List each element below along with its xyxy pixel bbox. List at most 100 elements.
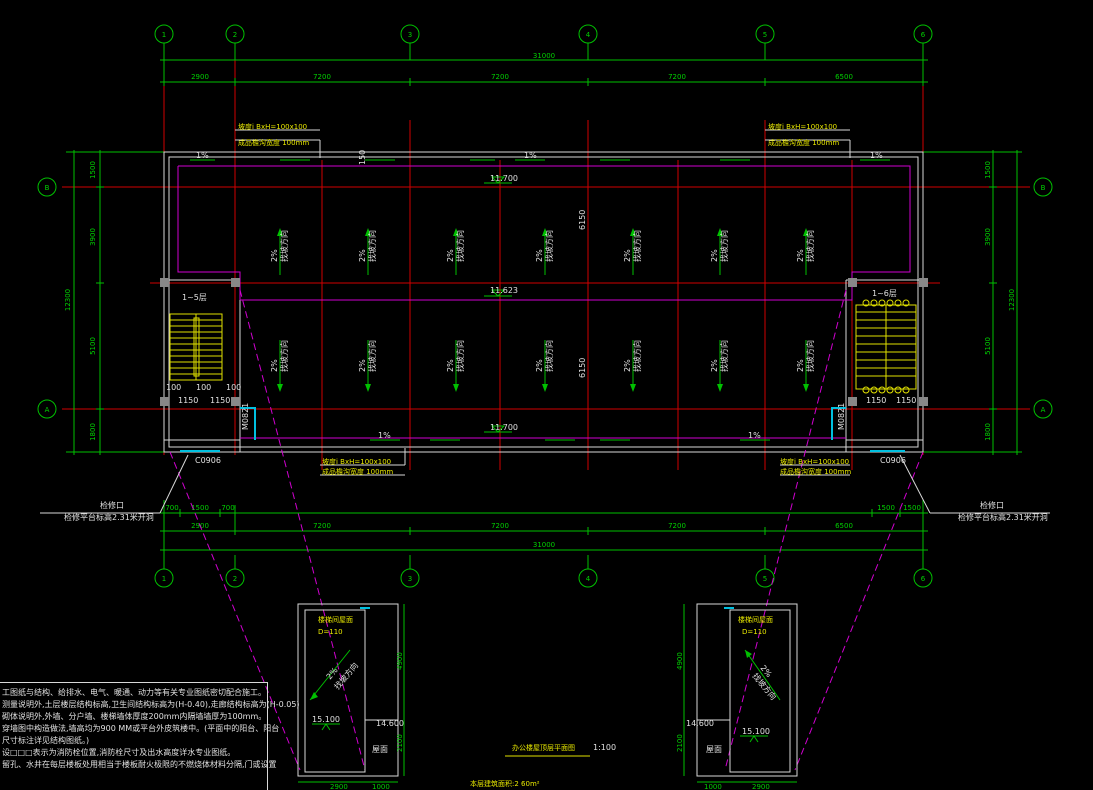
grid-label-top-4: 4 (586, 31, 591, 39)
note-line-3: 砌体说明外,外墙、分户墙、楼梯墙体厚度200mm内隔墙墙厚为100mm。 (2, 712, 267, 721)
note-line-4: 穿墙图中构造做法,墙高均为900 MM或平台外皮筑楼中。(平面中的阳台、阳台 (2, 724, 280, 733)
slope-pct-1: 2% (270, 249, 279, 262)
slope-pct-2: 2% (358, 249, 367, 262)
dim-bay-top-4: 7200 (668, 73, 686, 81)
callouts: 检修口 检修平台标高2.31米开洞 检修口 检修平台标高2.31米开洞 (40, 454, 1050, 522)
stair-right-dim-1: 1150 (866, 396, 886, 405)
columns (160, 278, 928, 406)
grid-label-bottom-4: 4 (586, 575, 591, 583)
slope-pct-10: 2% (446, 359, 455, 372)
grid-label-top-6: 6 (921, 31, 926, 39)
note-line-1: 工图纸与结构、给排水、电气、暖通、动力等有关专业图纸密切配合施工。 (2, 688, 266, 697)
slope-label-10: 找坡方向 (455, 340, 465, 372)
dim-right-1: 1500 (984, 161, 992, 179)
slope-pct-7: 2% (796, 249, 805, 262)
callout-right-title: 检修口 (980, 500, 1004, 510)
dim-bay-top-1: 2900 (191, 73, 209, 81)
openings: C0906 C0906 M0821 M0821 (180, 403, 906, 465)
grid-label-bottom-1: 1 (162, 575, 166, 583)
elev-bottom: 11.700 (490, 423, 518, 432)
dim-left-3: 5100 (89, 337, 97, 355)
slope-label-14: 找坡方向 (805, 340, 815, 372)
dim-right-3: 5100 (984, 337, 992, 355)
detail-right: 楼梯间屋面 D=110 2% 找坡方向 15.100 14.600 屋面 100… (676, 603, 798, 790)
detail-right-title: 楼梯间屋面 (738, 615, 773, 624)
dim-sub-3: 700 (221, 504, 234, 512)
gutter-br-1: 坡度i BxH=100x100 (780, 457, 849, 466)
slope-label-12: 找坡方向 (632, 340, 642, 372)
elev-top: 11.700 (490, 174, 518, 183)
detail-left-title: 楼梯间屋面 (318, 615, 353, 624)
gutter-tl-2: 成品檐沟宽度 100mm (238, 138, 309, 147)
grid-label-bottom-3: 3 (408, 575, 412, 583)
callout-right-note: 检修平台标高2.31米开洞 (958, 512, 1048, 522)
grid-label-top-3: 3 (408, 31, 412, 39)
dim-sub-1: 700 (165, 504, 178, 512)
elev-middle: 11.623 (490, 286, 518, 295)
elevation-markers: 11.700 11.623 11.700 (484, 174, 518, 433)
slope-label-2: 找坡方向 (367, 230, 377, 262)
slope-label-3: 找坡方向 (455, 230, 465, 262)
detail-left: 楼梯间屋面 D=110 2% 找坡方向 15.100 14.600 屋面 290… (297, 603, 405, 790)
slope-pct-8: 2% (270, 359, 279, 372)
detail-right-h1: 4900 (676, 652, 684, 670)
callout-left-title: 检修口 (100, 500, 124, 510)
detail-right-elev-high: 15.100 (742, 727, 770, 736)
drawing-area: 本层建筑面积:2 60m² (470, 779, 540, 788)
gutter-pct-3: 1% (870, 151, 883, 160)
stair-left-title: 1~5层 (182, 293, 207, 302)
gutter-pct-1: 1% (196, 151, 209, 160)
building-walls (163, 151, 924, 453)
gutter-bl-2: 成品檐沟宽度 100mm (322, 467, 393, 476)
stair-right-title: 1~6层 (872, 289, 897, 298)
slope-label-6: 找坡方向 (719, 230, 729, 262)
detail-left-h1: 4900 (396, 652, 404, 670)
callout-left-note: 检修平台标高2.31米开洞 (64, 512, 154, 522)
dim-bay-top-5: 6500 (835, 73, 853, 81)
grid-label-top-1: 1 (162, 31, 166, 39)
detail-left-elev-high: 15.100 (312, 715, 340, 724)
left-dimensions: 1500 3900 5100 1800 12300 (64, 150, 164, 455)
slope-pct-11: 2% (535, 359, 544, 372)
grid-label-top-5: 5 (763, 31, 767, 39)
stair-left-dim-1: 100 (166, 383, 181, 392)
door-side-right: M0821 (837, 403, 846, 430)
dim-total-bottom: 31000 (533, 541, 555, 549)
slope-pct-6: 2% (710, 249, 719, 262)
gutter-tl-1: 坡度i BxH=100x100 (238, 122, 307, 131)
slope-pct-14: 2% (796, 359, 805, 372)
slope-label-7: 找坡方向 (805, 230, 815, 262)
center-dim-upper: 6150 (578, 210, 587, 230)
detail-right-roof-label: 屋面 (706, 745, 722, 754)
door-label-right: C0906 (880, 456, 906, 465)
dim-bay-bottom-4: 7200 (668, 522, 686, 530)
top-dimensions: 31000 2900 7200 7200 7200 6500 (160, 52, 928, 86)
grid-bubbles-top: 1 2 3 4 5 6 (154, 24, 933, 60)
grid-label-bottom-6: 6 (921, 575, 926, 583)
grid-label-right-a: A (1041, 406, 1046, 414)
dim-bay-bottom-3: 7200 (491, 522, 509, 530)
drawing-title-scale: 1:100 (593, 743, 616, 752)
slope-pct-5: 2% (623, 249, 632, 262)
center-dimensions: 6150 6150 (578, 210, 587, 378)
stair-right: 1~6层 1150 1150 (855, 289, 917, 405)
gutter-arrows: 1% 1% 1% 1% 1% 150 (190, 150, 890, 441)
center-dim-lower: 6150 (578, 358, 587, 378)
dim-bay-bottom-2: 7200 (313, 522, 331, 530)
grid-label-top-2: 2 (233, 31, 237, 39)
stair-left-dim-5: 1150 (210, 396, 230, 405)
stair-left-dim-4: 1150 (178, 396, 198, 405)
dim-right-total: 12300 (1008, 289, 1016, 311)
gutter-notes: 坡度i BxH=100x100 成品檐沟宽度 100mm 坡度i BxH=100… (235, 122, 851, 476)
detail-right-w1: 1000 (704, 783, 722, 790)
dim-left-4: 1800 (89, 423, 97, 441)
dim-left-1: 1500 (89, 161, 97, 179)
door-side-left: M0821 (241, 403, 250, 430)
slope-label-4: 找坡方向 (544, 230, 554, 262)
stair-left: 1~5层 100 100 100 1150 1150 (166, 293, 241, 405)
stair-left-dim-2: 100 (196, 383, 211, 392)
slope-label-5: 找坡方向 (632, 230, 642, 262)
grid-bubbles-sides: B A B A (37, 177, 1053, 419)
